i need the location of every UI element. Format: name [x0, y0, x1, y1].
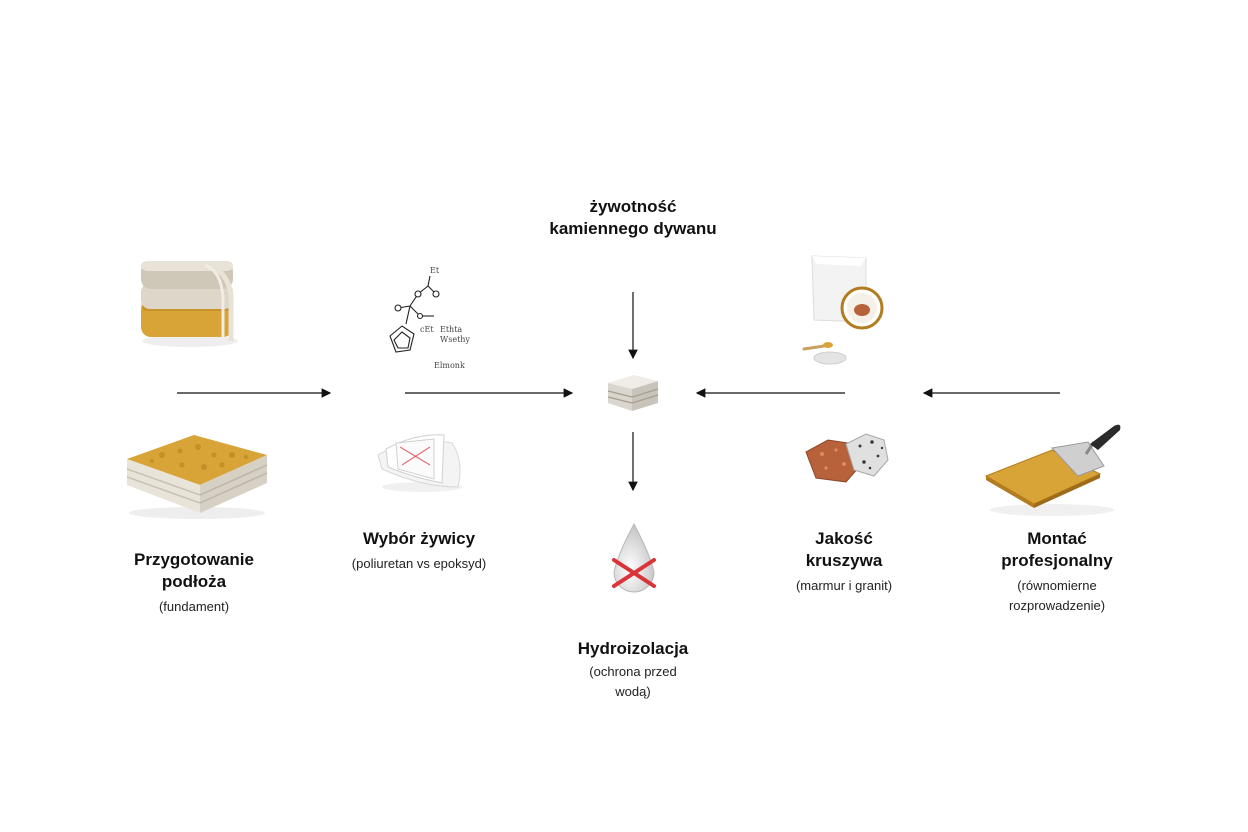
node-resin-subtitle: (poliuretan vs epoksyd) — [351, 556, 487, 571]
node-installation-title-line2: profesjonalny — [1001, 551, 1113, 570]
layered-block-icon — [607, 375, 659, 411]
node-waterproofing-title: Hydroizolacja — [577, 639, 689, 658]
node-substrate-title-line1: Przygotowanie — [134, 550, 254, 569]
trowel-icon — [984, 424, 1121, 516]
node-aggregate-subtitle: (marmur i granit) — [795, 578, 893, 593]
node-substrate-subtitle: (fundament) — [158, 599, 230, 614]
molecule-label-mid-c: Wsethy — [440, 335, 470, 344]
node-waterproofing: Hydroizolacja (ochrona przed wodą) — [578, 638, 689, 702]
molecule-label-mid-a: Ethta — [440, 325, 462, 334]
node-resin-title: Wybór żywicy — [362, 529, 476, 548]
node-waterproofing-subtitle-line2: wodą) — [615, 684, 651, 699]
node-substrate-title-line2: podłoża — [161, 572, 227, 591]
node-waterproofing-subtitle-line1: (ochrona przed — [589, 664, 677, 679]
layered-pad-icon — [141, 261, 238, 347]
molecule-label-top: Et — [430, 266, 440, 275]
node-aggregate: Jakość kruszywa (marmur i granit) — [796, 528, 892, 596]
water-drop-crossed-icon — [612, 522, 656, 593]
molecule-label-mid-b: cEt — [420, 325, 434, 334]
molecule-label-bottom: Elmonk — [434, 361, 465, 370]
node-aggregate-title-line2: kruszywa — [805, 551, 883, 570]
node-installation-title-line1: Montać — [1027, 529, 1087, 548]
node-installation-subtitle-line2: rozprowadzenie) — [1008, 598, 1106, 613]
marble-granite-stones-icon — [805, 433, 889, 483]
node-installation: Montać profesjonalny (równomierne rozpro… — [1001, 528, 1112, 616]
center-title-line2: kamiennego dywanu — [549, 219, 717, 238]
node-resin: Wybór żywicy (poliuretan vs epoksyd) — [352, 528, 486, 574]
sample-plates-icon — [802, 255, 884, 365]
paper-sheets-icon — [377, 434, 462, 492]
molecule-structure-icon: Et Ethta cEt Wsethy Elmonk — [389, 266, 470, 370]
node-substrate: Przygotowanie podłoża (fundament) — [134, 549, 254, 617]
stone-carpet-slab-icon — [126, 435, 268, 519]
node-aggregate-title-line1: Jakość — [815, 529, 873, 548]
center-title: żywotność kamiennego dywanu — [549, 196, 716, 240]
node-installation-subtitle-line1: (równomierne — [1017, 578, 1097, 593]
center-title-line1: żywotność — [589, 197, 677, 216]
